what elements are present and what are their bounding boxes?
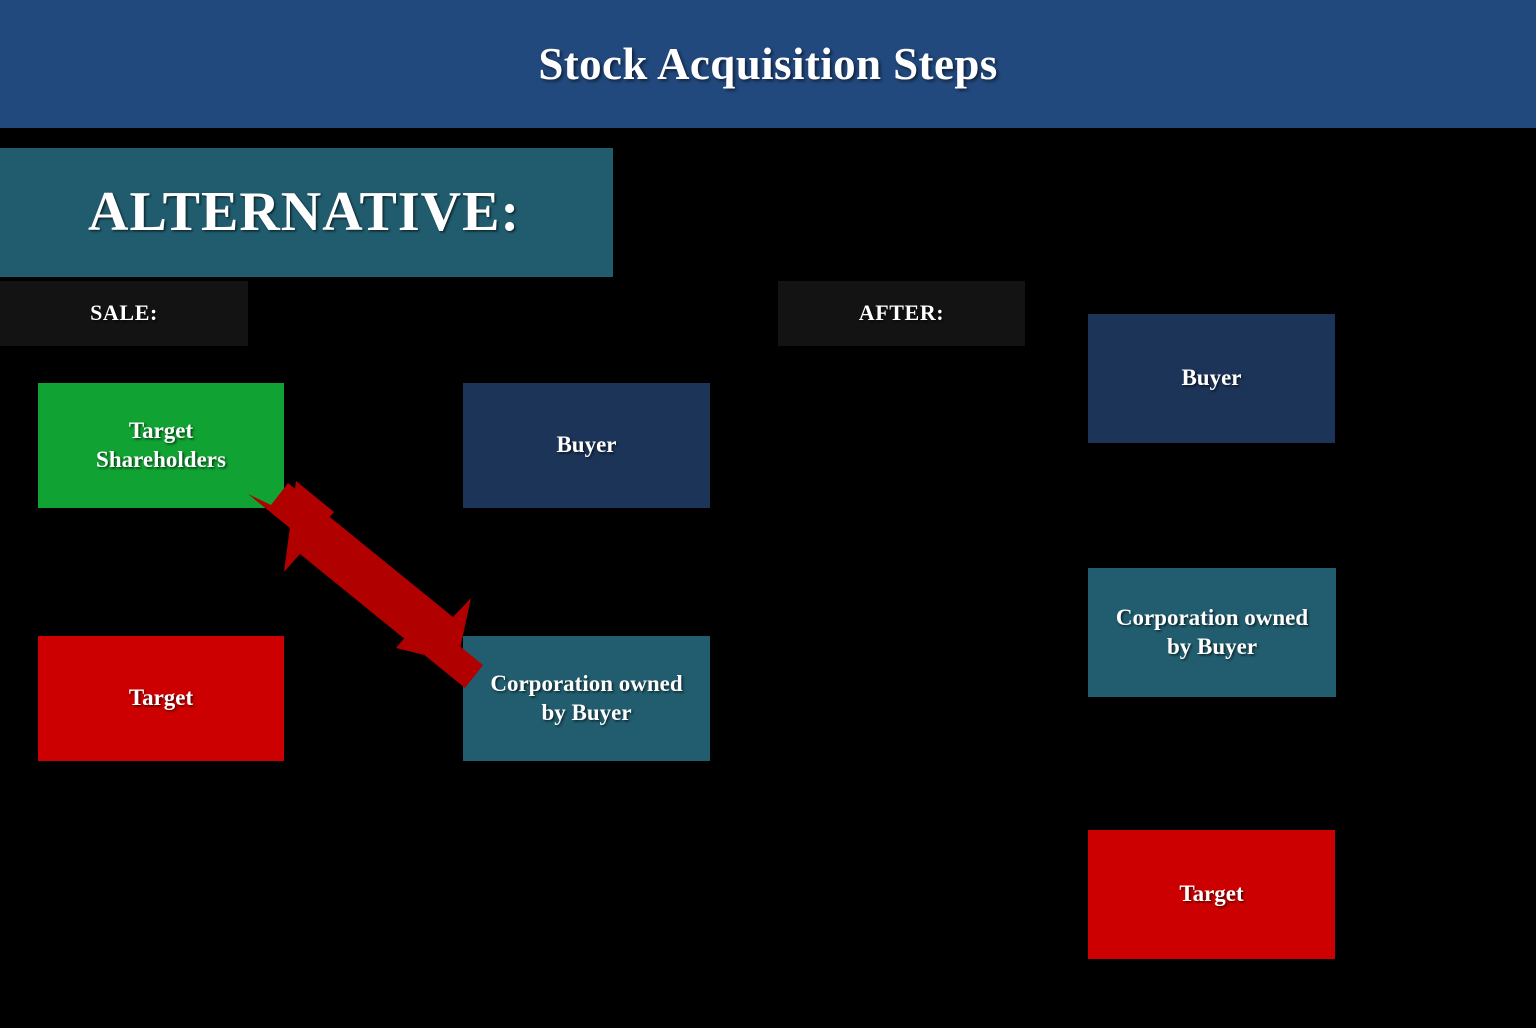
section-label-sale: SALE:	[0, 281, 248, 346]
sale-box-corporation-line2: by Buyer	[541, 699, 632, 725]
after-box-buyer: Buyer	[1088, 314, 1335, 443]
sale-box-target-shareholders: Target Shareholders	[38, 383, 284, 508]
page-title: Stock Acquisition Steps	[538, 39, 998, 89]
section-label-after-text: AFTER:	[858, 300, 945, 326]
after-box-target-label: Target	[1179, 881, 1244, 907]
arrow-up-left-icon	[284, 481, 483, 688]
sale-box-buyer: Buyer	[463, 383, 710, 508]
after-box-corporation-owned-by-buyer: Corporation owned by Buyer	[1088, 568, 1336, 697]
section-label-sale-text: SALE:	[90, 300, 158, 326]
sale-box-target-shareholders-line1: Target	[128, 418, 194, 444]
sale-box-buyer-label: Buyer	[556, 432, 617, 458]
after-box-corporation-line1: Corporation owned	[1115, 605, 1309, 631]
sale-box-target-label: Target	[128, 685, 194, 711]
alternative-banner: ALTERNATIVE:	[0, 148, 613, 277]
after-box-target: Target	[1088, 830, 1335, 959]
after-box-corporation-line2: by Buyer	[1166, 633, 1258, 659]
sale-box-target-shareholders-line2: Shareholders	[96, 446, 226, 472]
after-box-buyer-label: Buyer	[1181, 365, 1242, 391]
sale-box-corporation-owned-by-buyer: Corporation owned by Buyer	[463, 636, 710, 761]
sale-box-target: Target	[38, 636, 284, 761]
sale-box-corporation-line1: Corporation owned	[490, 671, 683, 697]
alternative-banner-label: ALTERNATIVE:	[88, 181, 521, 244]
header-band	[0, 0, 1536, 128]
section-label-after: AFTER:	[778, 281, 1025, 346]
